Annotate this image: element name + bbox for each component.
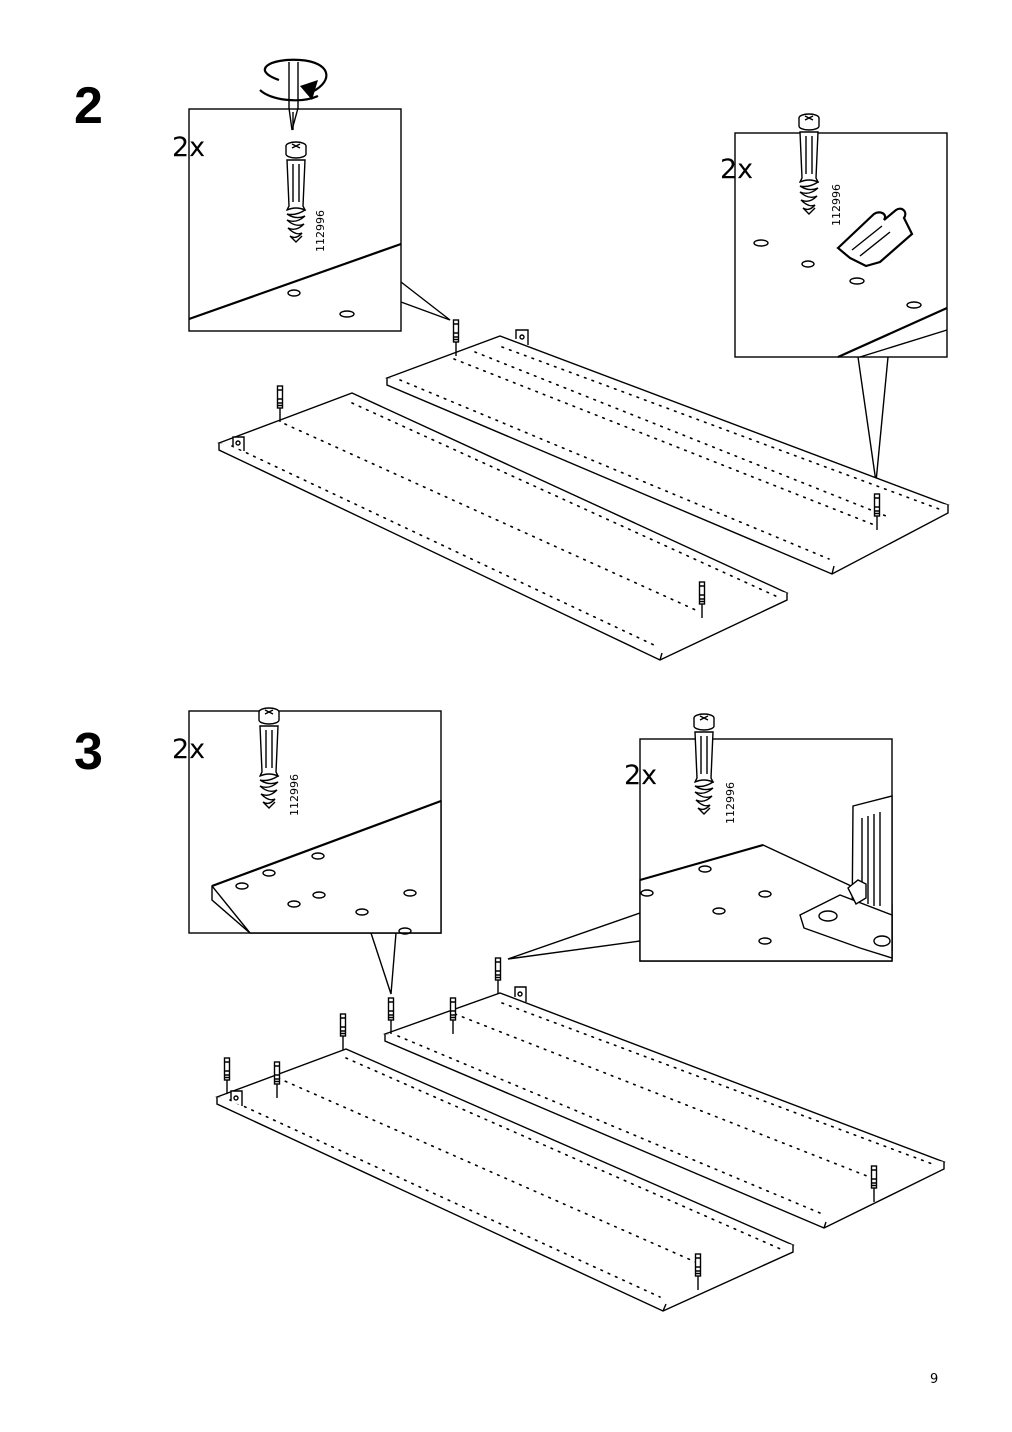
step3-dowel [387, 997, 395, 1035]
step3-dowel [339, 1013, 347, 1051]
step3-panel-a [383, 986, 946, 1229]
dowel-112996-icon [258, 707, 280, 809]
step3-dowel [494, 957, 502, 995]
step2-callout1-frame [188, 108, 451, 332]
step2-callout2-quantity: 2x [720, 154, 754, 185]
step2-panel-a [385, 329, 950, 575]
step3-callout2-frame [507, 738, 893, 962]
page-number: 9 [930, 1372, 939, 1387]
step3-callout1-frame [188, 710, 442, 995]
step-number-3: 3 [74, 723, 103, 781]
step3-panel-b [215, 1048, 795, 1312]
step-number-2: 2 [74, 77, 103, 135]
dowel-112996-icon [693, 713, 715, 815]
hand-push-icon [836, 207, 914, 268]
step2-callout2-frame [734, 132, 948, 483]
step2-panel-b [217, 392, 789, 661]
step2-dowel [276, 385, 284, 423]
step3-dowel [223, 1057, 231, 1095]
dowel-112996-icon [798, 113, 820, 215]
screwdriver-rotate-icon [259, 58, 328, 131]
step2-dowel [452, 319, 460, 357]
dowel-112996-icon [285, 141, 307, 243]
